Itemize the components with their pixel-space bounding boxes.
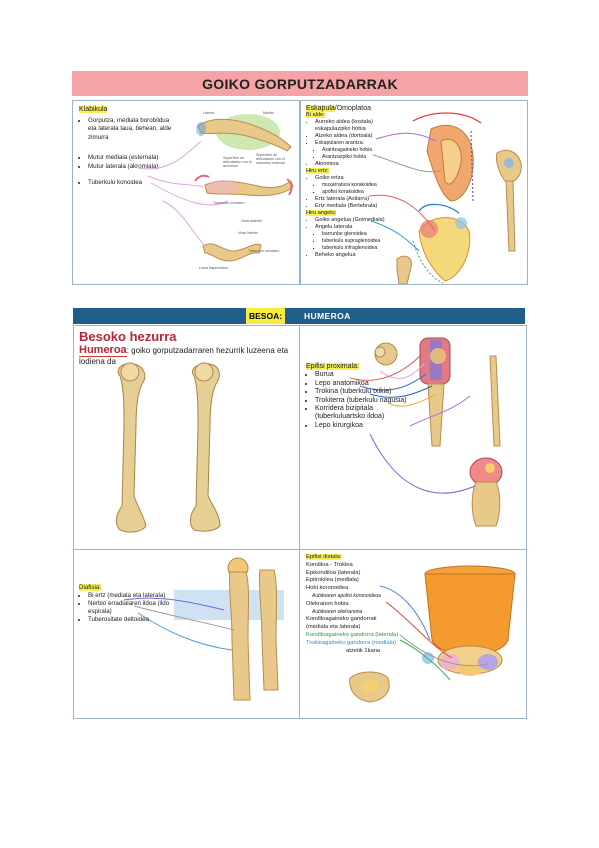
distala-line: Kondiloa - Troklea (306, 561, 353, 568)
humerus-illustration (115, 362, 221, 533)
list-item: Goiko ertza (315, 175, 426, 182)
list-item: Beheko angelua (315, 252, 426, 259)
epifisi-proximala-panel: Epifisi proximala: Burua Lepo anatomikoa… (299, 325, 527, 550)
scapula-illustration (368, 112, 522, 284)
distala-text: Epifisi distala: Kondiloa - Troklea Epik… (306, 554, 421, 655)
diafisia-text: Diafisia: Bi ertz (mediala eta laterala)… (79, 584, 174, 624)
bi-alde-label: Bi alde: (306, 112, 325, 118)
tiny-label: Superficie de articulacion con el acromi… (223, 156, 252, 168)
distala-italic: Aubitoaren apofisi koronoideoa (312, 592, 381, 599)
distala-line: Epitrokilea (mediala) (306, 577, 359, 584)
list-item: Ertz mediala (Bertebrala) (315, 203, 426, 210)
list-item: barrunbe glenoidea (322, 231, 426, 238)
besoko-hezurra-heading: Besoko hezurra (79, 329, 177, 344)
distala-line: (mediala eta laterala) (306, 624, 361, 631)
tiny-label: Medial (263, 111, 274, 115)
eskapula-heading-alt: /Omoplatoa (334, 105, 371, 112)
besoko-hezurra-panel: Besoko hezurra Humeroa: goiko gorputzada… (73, 325, 299, 550)
list-item: muxarratura korakoidea (322, 182, 426, 189)
page-title: GOIKO GORPUTZADARRAK (72, 71, 528, 96)
eskapula-text: Eskapula/Omoplatoa Bi alde: Aurreko alde… (306, 105, 426, 259)
besoa-tag: BESOA: (246, 308, 286, 324)
klabikula-text: Klabikula Gorputza, mediala borobildua e… (79, 106, 174, 188)
list-item: Mutur laterala (akromiala) (88, 163, 174, 172)
list-item: Mutur mediala (esternala) (88, 154, 174, 163)
humeroa-word: Humeroa (79, 344, 127, 357)
tiny-label: Tuberculo conoideo (248, 249, 280, 253)
list-item: Goiko angelua (Goimediala) (315, 217, 426, 224)
tiny-label: Linea trapezoidea (199, 266, 228, 270)
list-item: tuberkulu infraglenoidea (322, 245, 426, 252)
diafisia-heading: Diafisia: (79, 584, 102, 591)
klabikula-panel: Klabikula Gorputza, mediala borobildua e… (72, 100, 300, 285)
proximal-humerus-illustration (349, 337, 503, 527)
list-item: Burua (315, 371, 416, 379)
klabikula-heading: Klabikula (79, 106, 108, 113)
list-item: tuberkulu supraglenoidea (322, 238, 426, 245)
tiny-label: Tuberculo conoideo (213, 201, 245, 205)
distal-humerus-illustration (349, 565, 516, 703)
list-item: Aurreko aldea (kostala) (315, 119, 426, 126)
list-item: Bi ertz (mediala eta laterala) (88, 592, 174, 600)
tiny-label: Vista inferior (238, 231, 258, 235)
list-item: Korridera bizipitala (tuberkuluartsko il… (315, 405, 416, 422)
list-item: Nerbio erradialaren ildoa (ildo espirala… (88, 600, 174, 616)
list-item: Trokina (tuberkulu txikia) (315, 388, 416, 396)
humeroa-section-title: HUMEROA (304, 311, 351, 321)
proximala-text: Epifisi proximala: Burua Lepo anatomikoa… (306, 363, 416, 430)
hiru-ertz-label: Hiru ertz: (306, 168, 329, 174)
list-item: apofisi korakoidea (322, 189, 426, 196)
list-item: Angelu laterala (315, 224, 426, 231)
list-item: Tuberkulu konoidea (88, 179, 174, 188)
list-item: Eskapularen arantza: (315, 140, 426, 147)
diaphysis-illustration (123, 557, 284, 701)
tiny-label: Superficie de articulacion con el manubr… (256, 153, 285, 165)
distala-green: Kondiloagaineko gandorra (laterala) (306, 631, 399, 638)
epifisi-distala-panel: Epifisi distala: Kondiloa - Troklea Epik… (299, 549, 527, 719)
list-item: Gorputza, mediala borobildua eta lateral… (88, 117, 174, 143)
list-item: Arantzagaineko hobia (322, 147, 426, 154)
hiru-angelu-label: Hiru angelu: (306, 210, 337, 216)
proximala-heading: Epifisi proximala: (306, 363, 359, 370)
diafisia-panel: Diafisia: Bi ertz (mediala eta laterala)… (73, 549, 299, 719)
list-item: Arantzazpiko hobia (322, 154, 426, 161)
list-item: Trokiterra (tuberkulu nagusia) (315, 397, 416, 405)
distala-line: Hobi koronoidea (306, 585, 349, 592)
distala-line: Olekranon hobia (306, 600, 349, 607)
distala-line: Epikondiloa (laterala) (306, 569, 361, 576)
distala-note: atzetik 1kana (346, 647, 381, 654)
distala-heading: Epifisi distala: (306, 554, 342, 560)
tiny-label: Lateral (203, 111, 214, 115)
eskapula-panel: Eskapula/Omoplatoa Bi alde: Aurreko alde… (300, 100, 528, 285)
humeroa-desc-text: : goiko gorputzadarraren hezurrik luzeen… (79, 346, 289, 366)
list-item: Akromioa (315, 161, 426, 168)
distala-line: Kondiloagaineko gandorrak (306, 616, 377, 623)
humeroa-description: Humeroa: goiko gorputzadarraren hezurrik… (79, 344, 294, 367)
tiny-label: Vista anterior (241, 219, 263, 223)
list-item: Lepo anatomikoa (315, 380, 416, 388)
list-item: Atzeko aldea (dortsala) (315, 133, 426, 140)
clavicle-illustration (137, 114, 294, 262)
distala-italic: Aubitoaren olekranona (312, 608, 363, 615)
section-header-bar (73, 308, 525, 324)
list-item: Ertz laterala (Axilarra) (315, 196, 426, 203)
list-item: Tuberositate deltoidea (88, 616, 174, 624)
eskapula-heading: Eskapula (306, 105, 335, 112)
distala-green: Trokleagaineko gandorra (mediala) (306, 639, 397, 646)
list-item: eskapulazpiko hobia (315, 126, 366, 132)
list-item: Lepo kirurgikoa (315, 422, 416, 430)
